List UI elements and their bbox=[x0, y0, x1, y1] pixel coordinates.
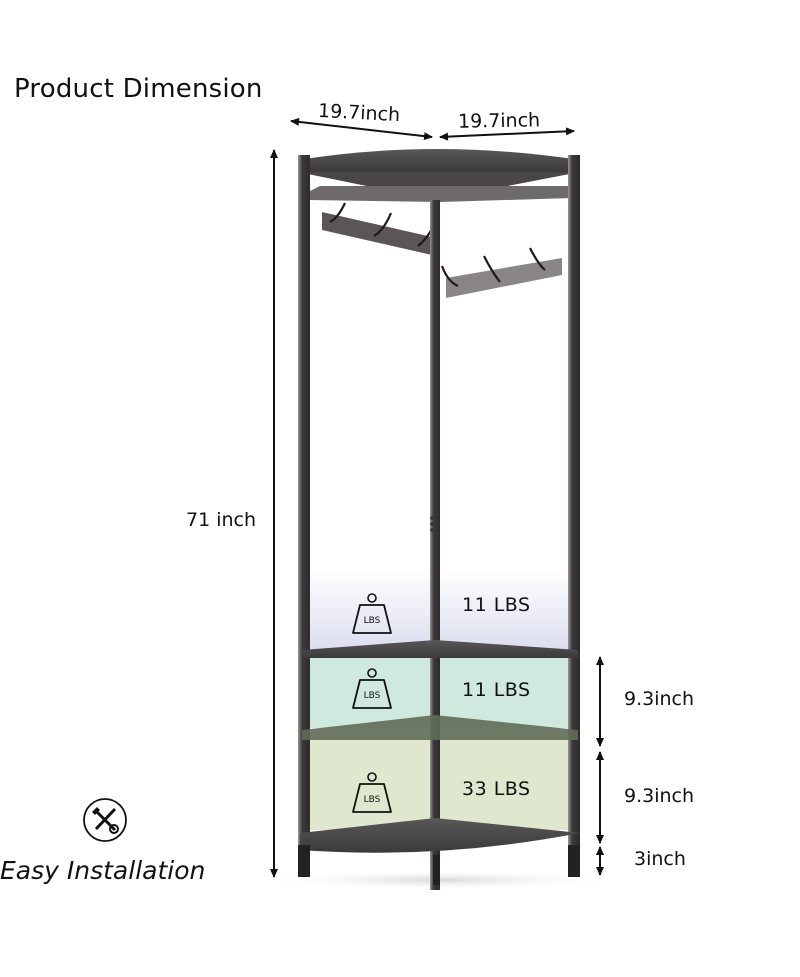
width-arrow-right bbox=[439, 127, 575, 141]
weight-icon: LBS bbox=[352, 668, 392, 709]
leg-height-label: 3inch bbox=[634, 848, 686, 870]
weight-icon: LBS bbox=[352, 593, 392, 634]
height-label: 71 inch bbox=[186, 509, 257, 531]
load-value-middle: 11 LBS bbox=[462, 679, 531, 701]
top-shelf bbox=[298, 149, 580, 172]
weight-icon: LBS bbox=[352, 772, 392, 813]
bottom-zone-tint bbox=[308, 738, 573, 830]
easy-installation-label: Easy Installation bbox=[0, 856, 206, 885]
gap-label-lower: 9.3inch bbox=[624, 785, 695, 807]
top-rail bbox=[308, 186, 572, 202]
top-zone-tint bbox=[308, 470, 573, 650]
bottom-shelf bbox=[300, 818, 580, 853]
width-label-right: 19.7inch bbox=[457, 109, 541, 133]
center-foot bbox=[433, 855, 440, 885]
coat-hooks bbox=[329, 202, 546, 288]
left-post bbox=[298, 155, 310, 875]
left-foot bbox=[298, 845, 310, 877]
svg-text:LBS: LBS bbox=[364, 795, 381, 805]
width-label-left: 19.7inch bbox=[317, 99, 401, 127]
shelf-1 bbox=[302, 640, 578, 658]
shelf-2 bbox=[302, 715, 578, 740]
right-foot bbox=[568, 845, 580, 877]
load-value-bottom: 33 LBS bbox=[462, 778, 531, 800]
tools-icon bbox=[83, 798, 127, 842]
svg-text:LBS: LBS bbox=[364, 616, 381, 626]
page-title: Product Dimension bbox=[14, 74, 263, 104]
width-arrow-left bbox=[290, 117, 433, 141]
right-hook-rail bbox=[446, 258, 562, 298]
center-post bbox=[430, 200, 440, 890]
gap-label-upper: 9.3inch bbox=[624, 688, 695, 710]
svg-text:LBS: LBS bbox=[364, 691, 381, 701]
right-post bbox=[568, 155, 580, 875]
load-value-top: 11 LBS bbox=[462, 594, 531, 616]
